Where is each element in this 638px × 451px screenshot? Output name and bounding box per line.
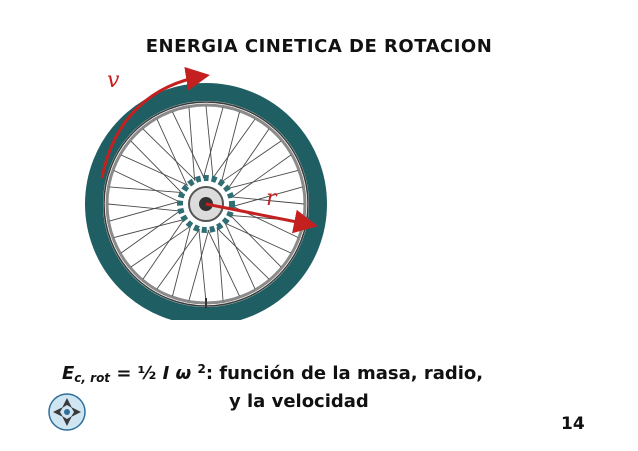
university-logo-icon [48,393,86,431]
spoke [227,154,292,201]
spoke [222,217,256,290]
formula-description-line2: y la velocidad [229,391,369,412]
spoke [130,222,196,268]
spoke [172,220,193,297]
page-number: 14 [561,414,585,434]
exponent: 2 [197,362,206,376]
spoke [205,225,240,297]
spoke [172,111,207,183]
spoke [209,118,256,183]
spoke [188,107,196,185]
energy-subscript: c, rot [74,371,111,385]
omega-symbol: ω [169,363,198,384]
velocity-label: v [107,68,120,93]
spoke [130,140,186,197]
spoke [120,154,193,188]
spoke [113,217,190,238]
spoke [113,170,185,205]
inertia-symbol: I [162,363,170,384]
spokes [107,105,305,303]
spoke [205,105,214,184]
velocity-arrow [100,67,210,179]
spoke [107,203,186,212]
slide-title: ENERGIA CINETICA DE ROTACION [145,36,493,57]
spoke [216,140,282,186]
radius-arrow [205,202,318,234]
tire [85,83,327,320]
spoke [216,223,224,301]
spoke [226,196,305,205]
spoke [156,118,190,191]
spoke [109,199,185,222]
bicycle-wheel-diagram [85,67,327,320]
spoke [227,186,303,209]
energy-symbol: E [62,363,75,384]
spoke [109,186,187,194]
spoke [226,211,282,268]
kinetic-energy-formula: Ec, rot = ½ I ω 2: función de la masa, r… [62,362,483,385]
spoke [222,170,299,191]
equals-half: = ½ [110,363,163,384]
spoke [156,225,203,290]
spoke [188,225,211,301]
spoke [142,128,199,184]
radius-label: r [266,186,277,211]
spoke [142,214,188,280]
spoke [201,107,224,183]
formula-description: : función de la masa, radio, [205,363,484,384]
spoke [120,207,185,254]
spoke [219,220,292,254]
spoke [198,224,207,303]
spoke [224,128,270,194]
spoke [213,224,270,280]
spoke [219,111,240,188]
